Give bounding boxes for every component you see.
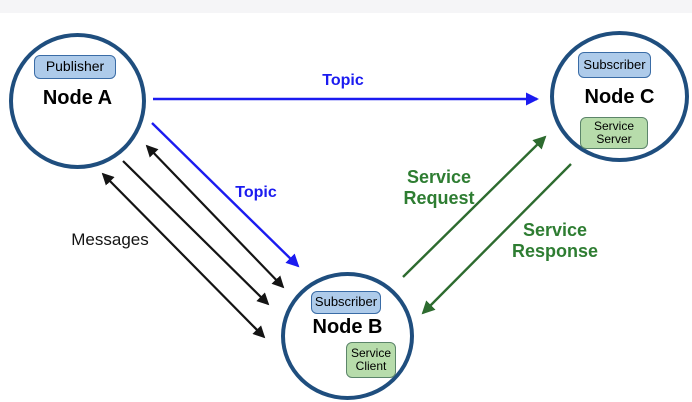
service-request-label-line1: Service [406, 167, 472, 187]
subscriber-badge-node-b: Subscriber [311, 291, 381, 314]
service-response-label: Service Response [485, 220, 625, 262]
publisher-badge-label: Publisher [45, 58, 105, 75]
messages-label: Messages [71, 230, 149, 249]
service-server-badge: Service Server [580, 117, 648, 149]
node-c-label: Node C [584, 86, 655, 108]
topic-label-a-to-c: Topic [322, 72, 364, 89]
subscriber-badge-label: Subscriber [314, 294, 378, 310]
topic-label-a-to-b: Topic [235, 184, 277, 201]
page-top-band [0, 0, 692, 13]
messages-arrow-1 [145, 144, 285, 289]
service-request-arrow-b-to-c [402, 135, 547, 278]
service-server-badge-line2: Server [596, 132, 632, 146]
service-client-badge-line2: Client [355, 359, 387, 373]
messages-arrow-3 [101, 172, 266, 339]
publisher-badge: Publisher [34, 55, 116, 79]
service-response-label-line2: Response [511, 241, 599, 261]
node-b-circle [281, 272, 414, 400]
service-response-arrow-c-to-b [421, 163, 572, 315]
service-client-badge: Service Client [346, 342, 396, 378]
subscriber-badge-label: Subscriber [583, 56, 646, 72]
service-request-label-line2: Request [403, 188, 475, 208]
subscriber-badge-node-c: Subscriber [578, 52, 651, 78]
service-client-badge-line1: Service [350, 345, 391, 360]
service-server-badge-line1: Service [593, 118, 634, 133]
service-response-label-line1: Service [522, 220, 588, 240]
node-a-label: Node A [42, 87, 113, 109]
node-b-label: Node B [312, 316, 383, 338]
service-request-label: Service Request [369, 167, 509, 209]
